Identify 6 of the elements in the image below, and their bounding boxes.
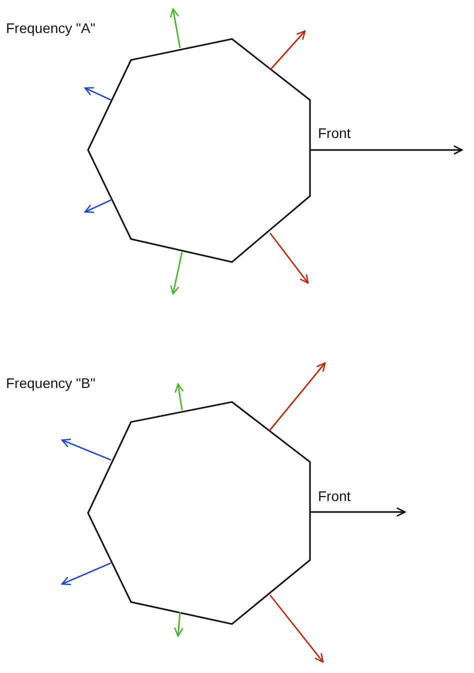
figure-title: Frequency "B" xyxy=(6,375,96,391)
heptagon-outline xyxy=(87,38,311,263)
figure-title: Frequency "A" xyxy=(6,20,96,36)
heptagon-outline xyxy=(87,401,311,625)
front-label: Front xyxy=(318,488,351,504)
front-label: Front xyxy=(318,125,351,141)
